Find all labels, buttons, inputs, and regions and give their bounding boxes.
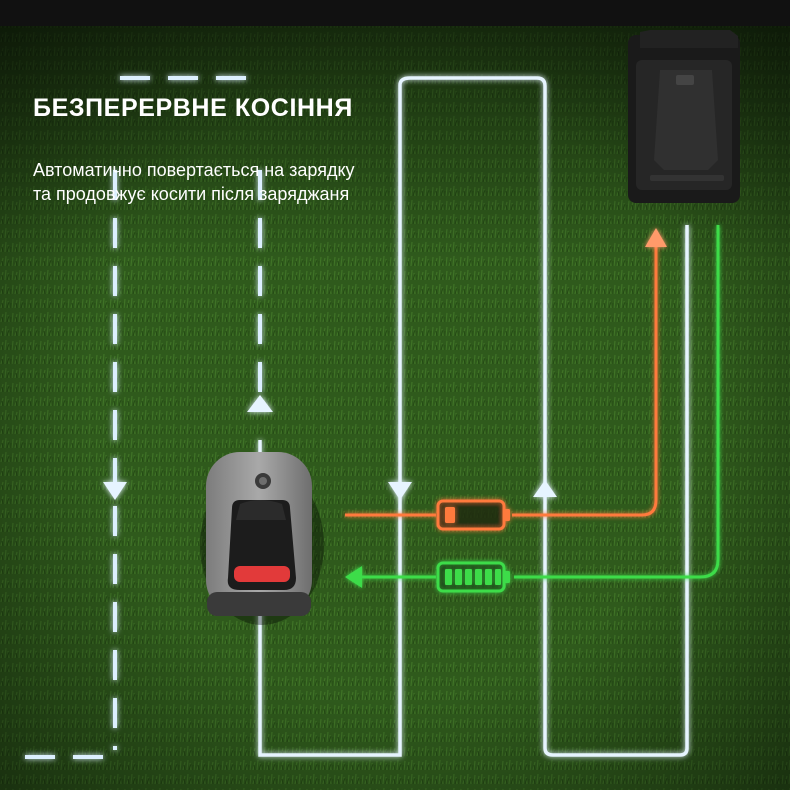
- mowing-route: [258, 76, 689, 757]
- return-to-dock-path: [345, 245, 658, 517]
- direction-arrows: [103, 395, 557, 500]
- description-text: Автоматично повертається на зарядку та п…: [33, 158, 503, 206]
- mowed-path-dashed: [25, 76, 262, 759]
- charging-station-icon: [628, 30, 740, 203]
- description-line-1: Автоматично повертається на зарядку: [33, 160, 355, 180]
- resume-mowing-path: [360, 225, 720, 579]
- robot-mower-icon: [200, 452, 324, 625]
- battery-low-icon: [436, 499, 510, 531]
- description-line-2: та продовжує косити після заряджаня: [33, 184, 350, 204]
- return-arrow-icon: [645, 228, 667, 247]
- headline: БЕЗПЕРЕРВНЕ КОСІННЯ: [33, 94, 353, 122]
- battery-full-icon: [436, 561, 510, 593]
- resume-arrow-icon: [345, 566, 362, 588]
